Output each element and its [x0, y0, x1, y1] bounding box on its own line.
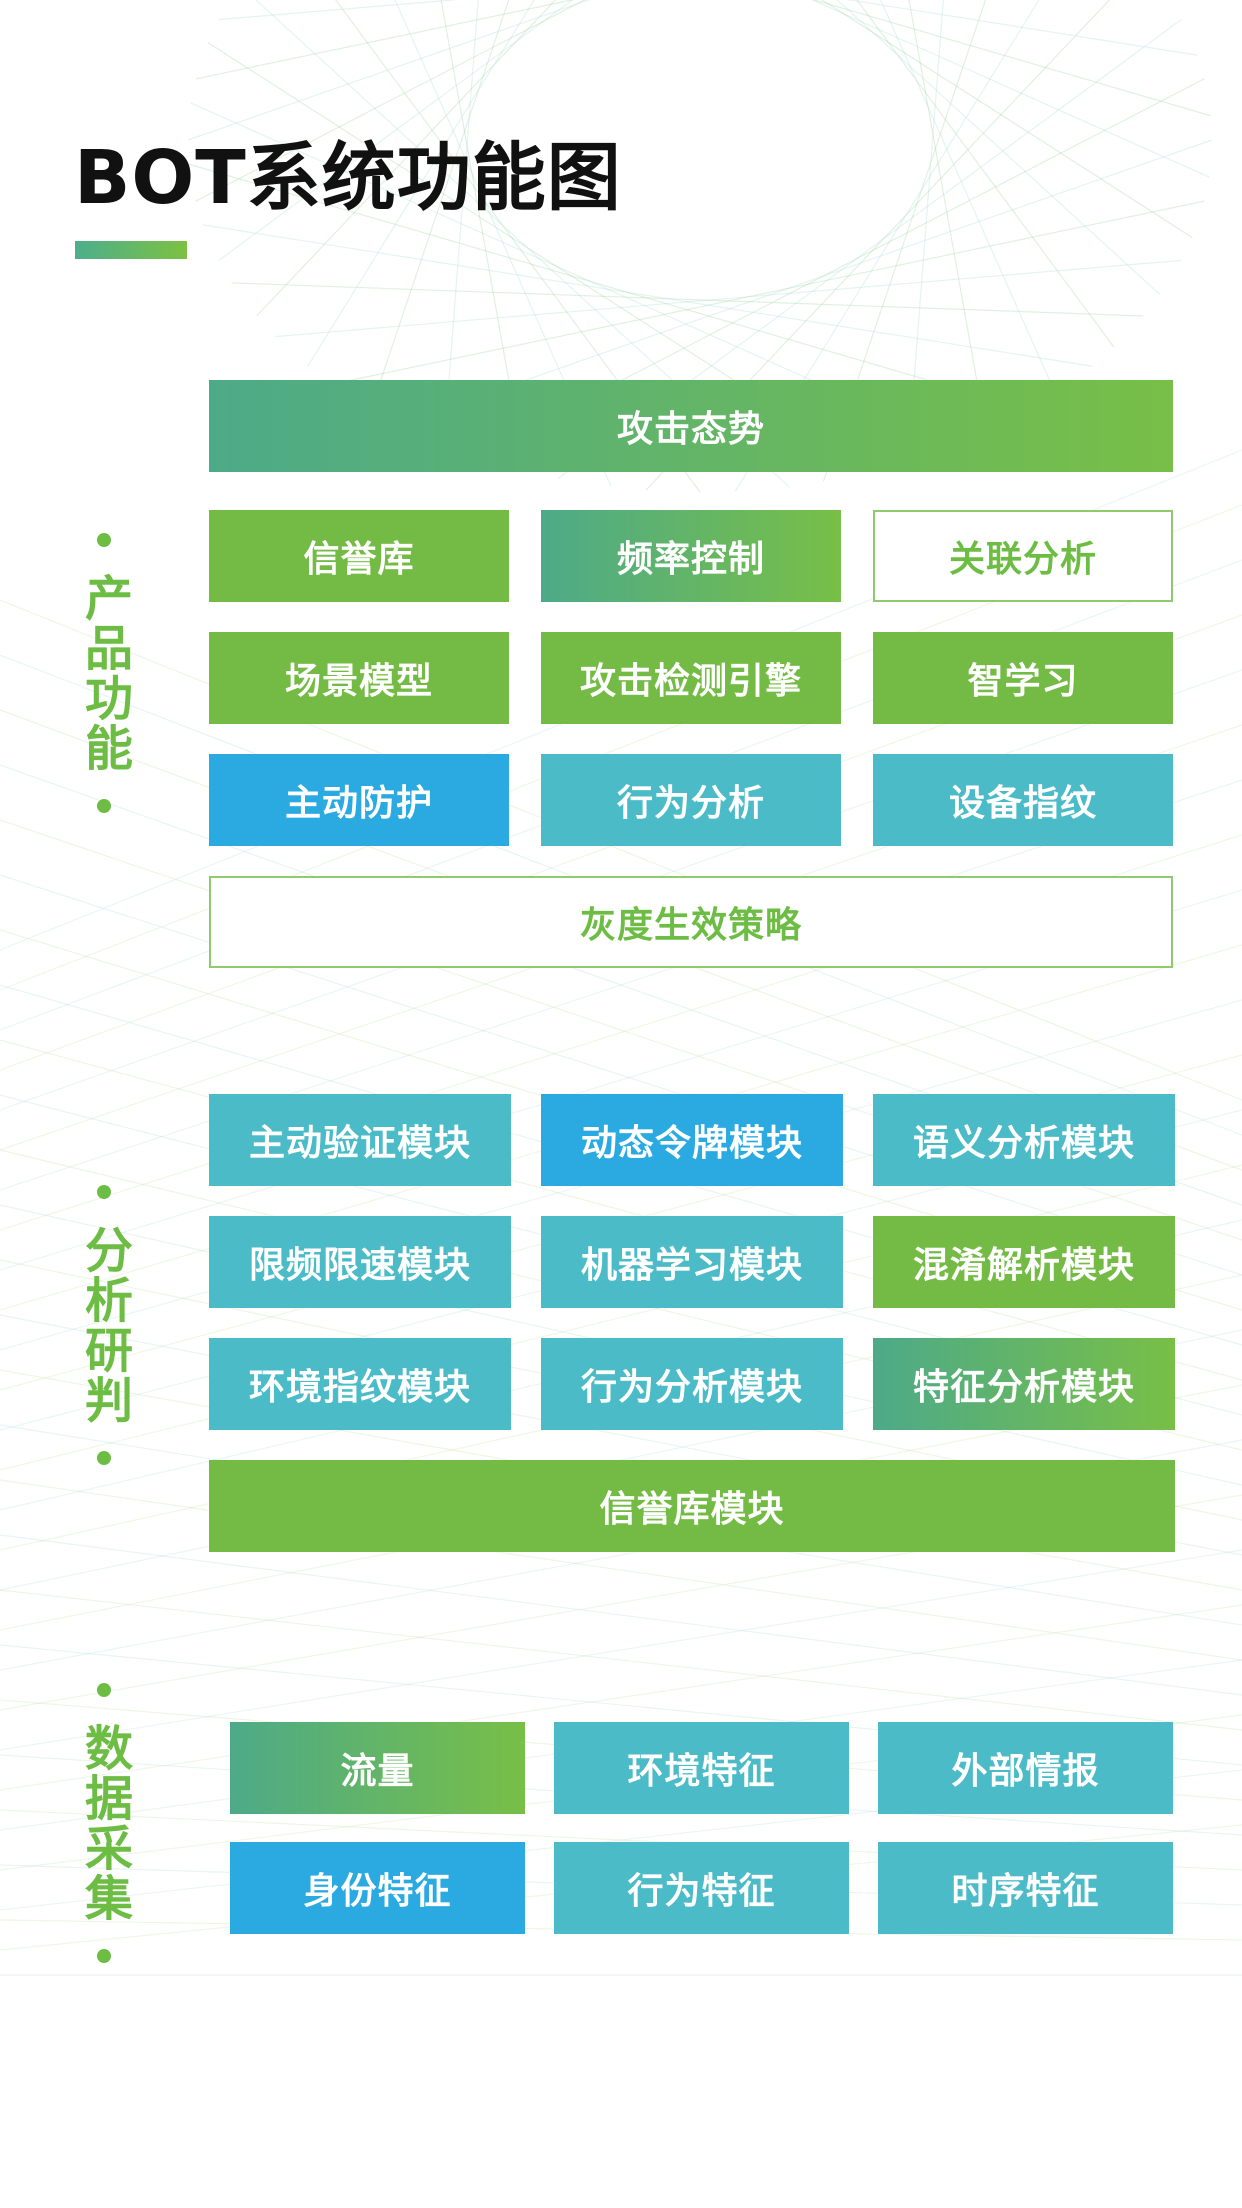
decor-line [440, 0, 526, 471]
decor-line [846, 0, 1197, 56]
bullet-dot [97, 1185, 111, 1199]
decor-line [443, 0, 479, 445]
decor-line [856, 0, 1115, 348]
decor-line [0, 1534, 1242, 1696]
product-bottom-box: 灰度生效策略 [209, 876, 1173, 968]
bullet-dot [97, 799, 111, 813]
decor-line [256, 0, 557, 317]
product-top-box: 攻击态势 [209, 380, 1173, 472]
decor-line [0, 1604, 1242, 1791]
product-box: 频率控制 [541, 510, 841, 602]
product-box: 智学习 [873, 632, 1173, 724]
analysis-box: 机器学习模块 [541, 1216, 843, 1308]
decor-line [232, 282, 1144, 317]
analysis-bottom-box: 信誉库模块 [209, 1460, 1175, 1552]
section-label-analysis: 分析研判 [76, 1185, 132, 1465]
bullet-dot [97, 533, 111, 547]
data-box: 环境特征 [554, 1722, 849, 1814]
analysis-box: 主动验证模块 [209, 1094, 511, 1186]
section-label-text: 数据采集 [76, 1723, 132, 1923]
page-title: BOT系统功能图 [74, 135, 622, 221]
decor-line [203, 224, 1093, 367]
decor-line [0, 1479, 1242, 1661]
decor-line [908, 0, 987, 433]
analysis-box: 动态令牌模块 [541, 1094, 843, 1186]
section-label-text: 产品功能 [76, 573, 132, 773]
decor-line [0, 1549, 1242, 1751]
section-label-product: 产品功能 [76, 533, 132, 813]
decor-line [880, 0, 1056, 394]
product-box: 主动防护 [209, 754, 509, 846]
decor-line [822, 0, 987, 482]
bullet-dot [97, 1949, 111, 1963]
analysis-box: 环境指纹模块 [209, 1338, 511, 1430]
decor-line [836, 0, 1161, 296]
data-box: 时序特征 [878, 1842, 1173, 1934]
decor-line [811, 0, 1210, 178]
decor-line [275, 259, 1182, 338]
decor-line [218, 0, 574, 261]
decor-line [195, 0, 575, 80]
product-box: 关联分析 [873, 510, 1173, 602]
data-box: 流量 [230, 1722, 525, 1814]
product-box: 行为分析 [541, 754, 841, 846]
decor-line [907, 0, 944, 462]
product-box: 设备指纹 [873, 754, 1173, 846]
bullet-dot [97, 1451, 111, 1465]
product-box: 场景模型 [209, 632, 509, 724]
analysis-box: 特征分析模块 [873, 1338, 1175, 1430]
decor-line [195, 0, 586, 202]
section-label-data: 数据采集 [76, 1683, 132, 1963]
product-box: 攻击检测引擎 [541, 632, 841, 724]
decor-line [0, 1164, 1242, 1471]
decor-line [307, 0, 535, 367]
decor-line [0, 599, 1242, 1101]
decor-line [331, 200, 1205, 385]
analysis-box: 混淆解析模块 [873, 1216, 1175, 1308]
decor-line [0, 874, 1242, 1276]
data-box: 行为特征 [554, 1842, 849, 1934]
bullet-dot [97, 1683, 111, 1697]
decor-line [0, 1039, 1242, 1381]
decor-line [370, 0, 510, 410]
decor-line [398, 139, 1213, 426]
decor-line [189, 163, 1030, 411]
product-box: 信誉库 [209, 510, 509, 602]
analysis-box: 限频限速模块 [209, 1216, 511, 1308]
decor-line [0, 779, 1242, 1191]
decor-line [821, 0, 1193, 238]
data-box: 外部情报 [878, 1722, 1173, 1814]
decor-line [218, 0, 460, 21]
title-underline [75, 241, 187, 259]
decor-line [0, 1589, 1242, 1731]
decor-line [812, 0, 1211, 117]
data-box: 身份特征 [230, 1842, 525, 1934]
analysis-box: 行为分析模块 [541, 1338, 843, 1430]
section-label-text: 分析研判 [76, 1225, 132, 1425]
analysis-box: 语义分析模块 [873, 1094, 1175, 1186]
decor-line [187, 0, 590, 141]
